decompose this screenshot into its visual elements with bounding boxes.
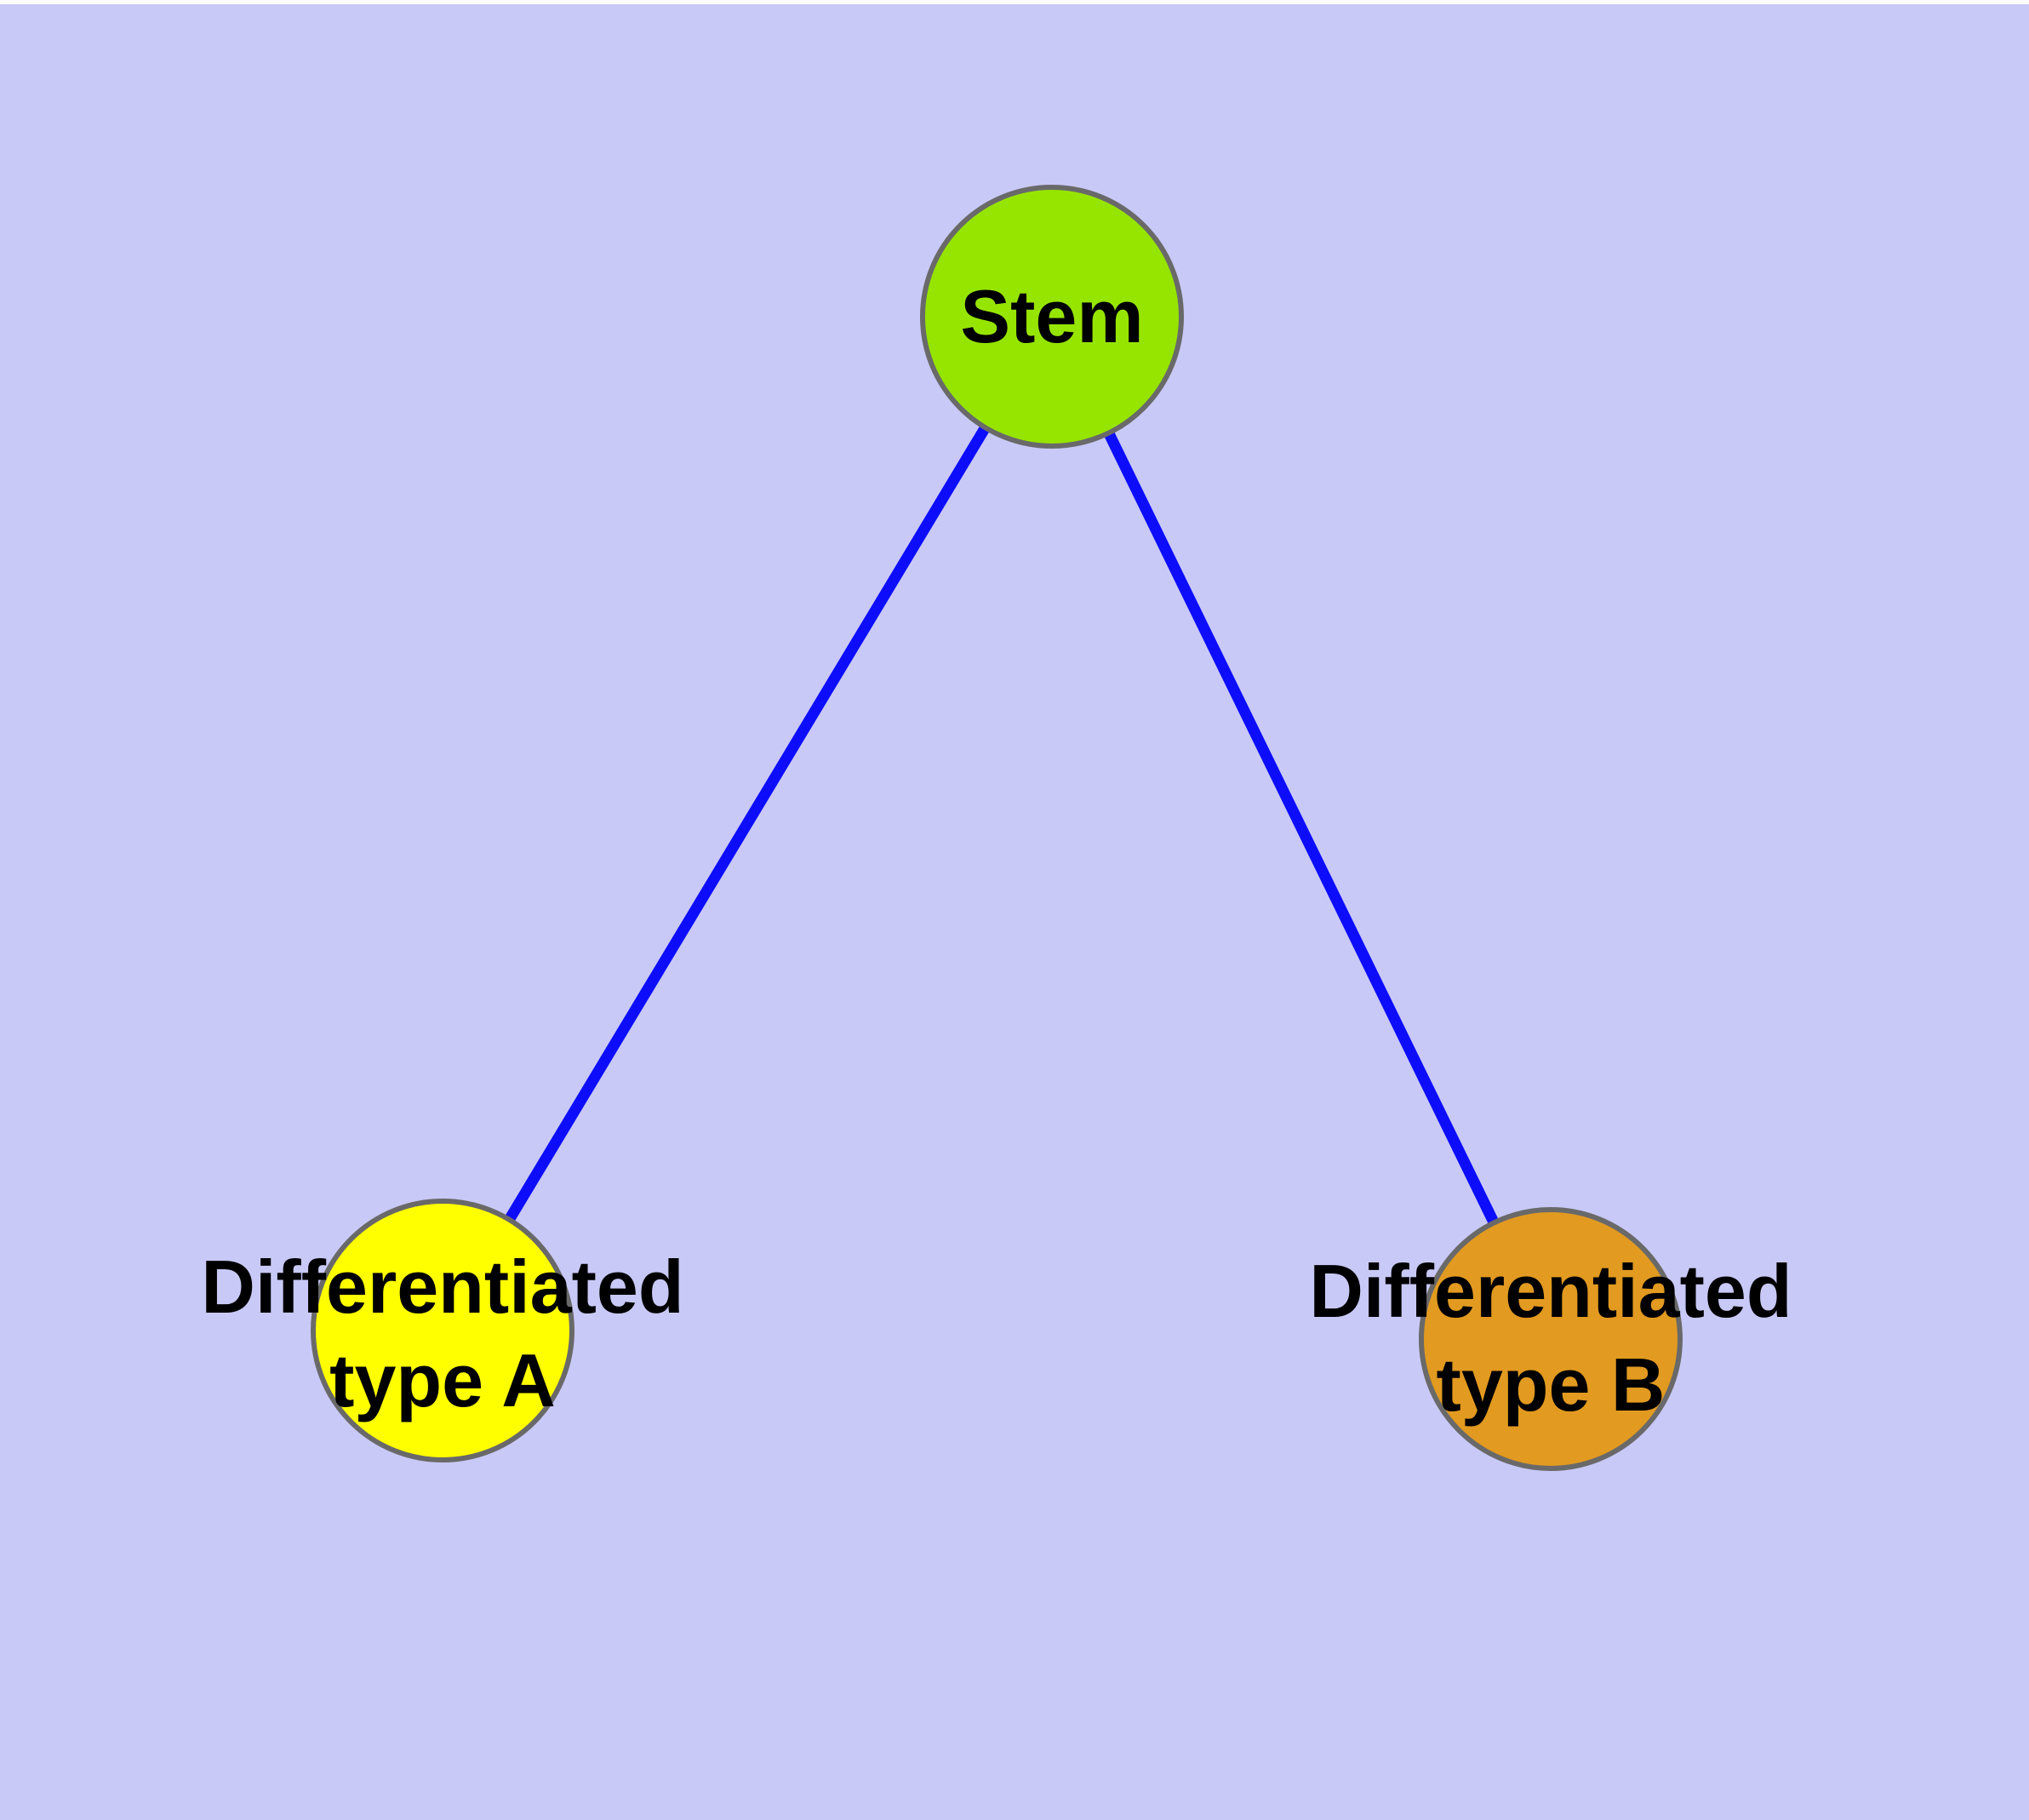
node-type-a	[311, 1199, 574, 1462]
node-label-type-a: Differentiated type A	[201, 1245, 684, 1422]
node-type-b	[1419, 1207, 1683, 1471]
node-label-stem: Stem	[960, 274, 1144, 358]
node-stem	[920, 185, 1184, 449]
edge-stem-to-type-a	[437, 313, 1057, 1334]
node-label-type-b: Differentiated type B	[1309, 1249, 1792, 1427]
top-edge-strip	[0, 0, 2029, 4]
edge-stem-to-type-b	[1047, 314, 1556, 1342]
